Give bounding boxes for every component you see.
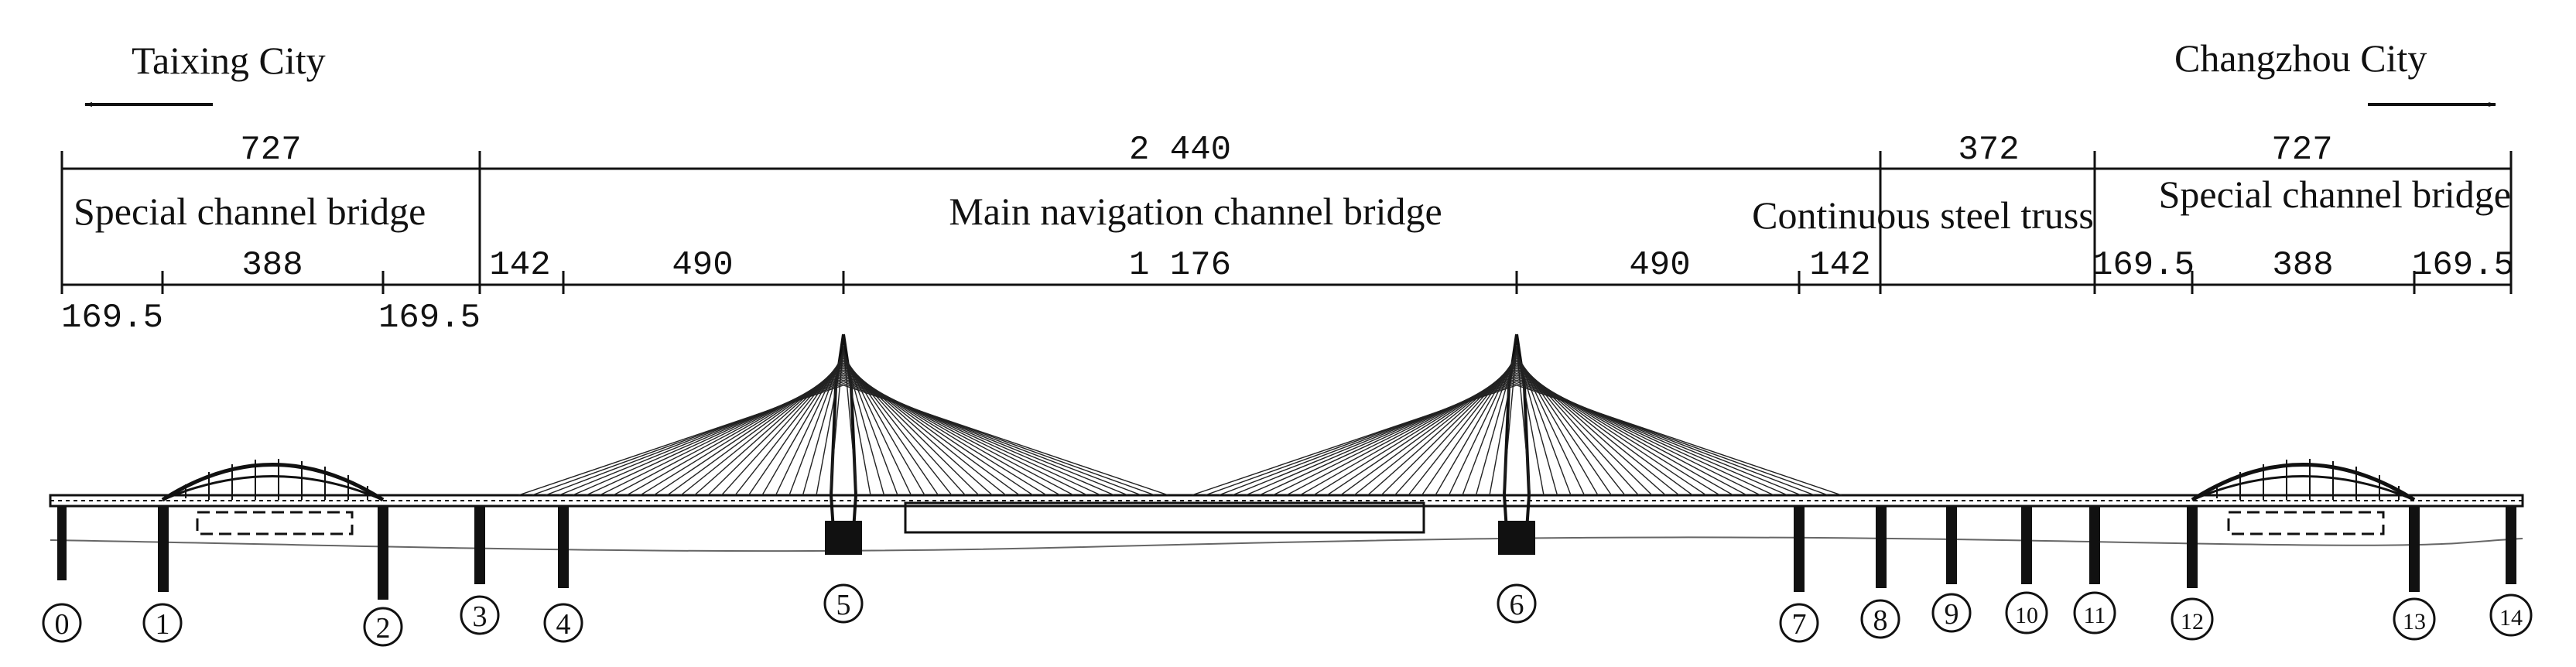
dimension-388-right: 388	[2272, 246, 2333, 285]
stay-cable	[572, 378, 844, 496]
svg-text:1: 1	[156, 608, 170, 641]
stay-cable	[1218, 381, 1517, 496]
pier-label-4: 4	[543, 603, 583, 643]
svg-text:10: 10	[2015, 603, 2038, 628]
pier-label-0: 0	[42, 603, 82, 643]
left-arch-span	[161, 459, 385, 502]
stay-cable	[1205, 382, 1517, 496]
svg-text:13: 13	[2403, 609, 2426, 635]
stay-cable	[1516, 381, 1815, 496]
pier-label-3: 3	[460, 595, 500, 635]
pier-label-8: 8	[1860, 599, 1900, 639]
stay-cables	[518, 346, 1842, 496]
right-arch-span	[2191, 459, 2416, 502]
dimension-169-5-left-a: 169.5	[61, 299, 163, 337]
svg-text:9: 9	[1945, 598, 1959, 631]
stay-cable	[545, 381, 844, 496]
stay-cable	[843, 385, 1169, 496]
pier-label-11: 11	[2073, 591, 2116, 635]
pier-number-labels: 0 1 2 3 4 5 6 7 8 9 10 11 12 13 14	[42, 583, 2533, 647]
dimension-2440: 2 440	[1129, 131, 1231, 169]
dimension-142-right: 142	[1809, 246, 1870, 285]
piers	[57, 507, 2516, 600]
pier-label-1: 1	[142, 603, 183, 643]
svg-text:3: 3	[473, 600, 487, 633]
svg-text:11: 11	[2084, 603, 2106, 628]
svg-text:0: 0	[55, 608, 70, 641]
dimension-388-left: 388	[241, 246, 303, 285]
right-special-channel-bridge-label: Special channel bridge	[2159, 173, 2511, 216]
stay-cable	[843, 382, 1155, 496]
stay-cable	[843, 381, 1142, 496]
pier-label-7: 7	[1779, 603, 1819, 643]
dimension-490-right: 490	[1629, 246, 1690, 285]
stay-cable	[1245, 378, 1517, 496]
stay-cable	[1516, 378, 1788, 496]
dimension-142-left: 142	[489, 246, 550, 285]
main-tower-left	[825, 334, 862, 555]
overall-dimension-row	[60, 151, 2513, 294]
pier-label-2: 2	[363, 607, 403, 647]
dimension-490-left: 490	[672, 246, 733, 285]
svg-text:8: 8	[1873, 604, 1888, 637]
dimension-169-5-left-b: 169.5	[378, 299, 481, 337]
pier-label-5: 5	[823, 583, 864, 624]
left-special-channel-bridge-label: Special channel bridge	[74, 190, 426, 233]
navigation-clearance-boxes	[196, 501, 2385, 535]
pier-label-6: 6	[1497, 583, 1537, 624]
dimension-727-left: 727	[240, 131, 301, 169]
continuous-steel-truss-label: Continuous steel truss	[1752, 193, 2094, 237]
svg-text:14: 14	[2499, 605, 2523, 631]
svg-text:6: 6	[1510, 589, 1524, 621]
pier-label-13: 13	[2393, 597, 2436, 641]
svg-text:12: 12	[2181, 609, 2204, 635]
stay-cable	[1516, 385, 1842, 496]
stay-cable	[1191, 385, 1517, 496]
left-city-label: Taixing City	[132, 39, 326, 82]
bridge-deck	[49, 494, 2524, 508]
svg-text:4: 4	[556, 608, 571, 641]
stay-cable	[532, 382, 844, 496]
svg-text:7: 7	[1792, 608, 1807, 641]
stay-cable	[559, 379, 844, 496]
stay-cable	[1516, 382, 1829, 496]
span-dimension-row	[62, 271, 2511, 294]
stay-cable	[1232, 379, 1517, 496]
pier-label-10: 10	[2005, 591, 2048, 635]
pier-label-9: 9	[1931, 593, 1972, 633]
svg-text:5: 5	[836, 589, 851, 621]
pier-label-14: 14	[2489, 593, 2533, 637]
pier-label-12: 12	[2171, 597, 2214, 641]
stay-cable	[518, 385, 844, 496]
stay-cable	[843, 378, 1115, 496]
dimension-169-5-right-b: 169.5	[2412, 246, 2514, 285]
svg-text:2: 2	[376, 612, 391, 645]
dimension-1176: 1 176	[1129, 246, 1231, 285]
right-city-label: Changzhou City	[2174, 36, 2427, 80]
dimension-169-5-right-a: 169.5	[2092, 246, 2195, 285]
stay-cable	[1516, 379, 1801, 496]
main-navigation-channel-bridge-label: Main navigation channel bridge	[949, 190, 1442, 233]
dimension-727-right: 727	[2271, 131, 2332, 169]
stay-cable	[843, 379, 1128, 496]
ground-line	[50, 536, 2523, 552]
dimension-372: 372	[1958, 131, 2019, 169]
